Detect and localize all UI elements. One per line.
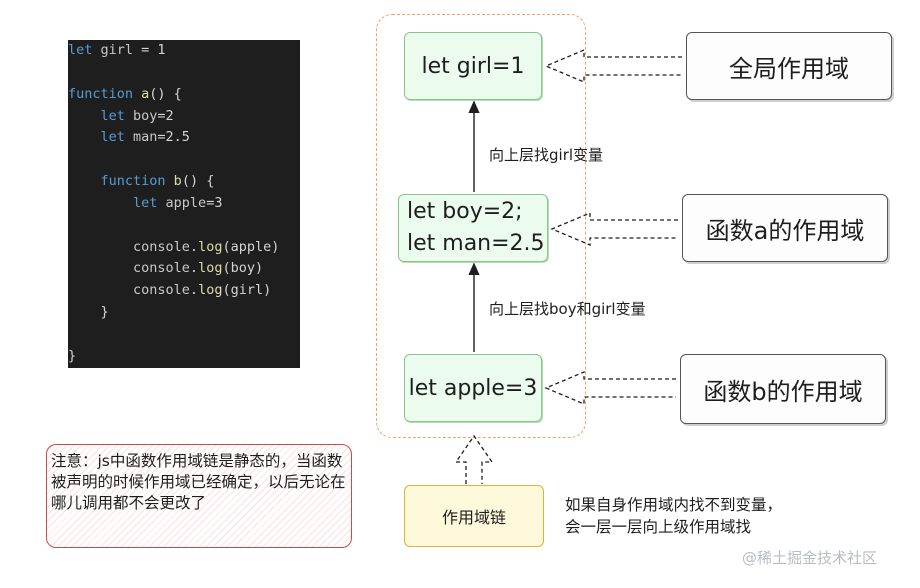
code-line: function b() { bbox=[68, 173, 215, 190]
code-line: let apple=3 bbox=[68, 194, 223, 211]
a-var-line2: let man=2.5 bbox=[407, 231, 545, 256]
scope-chain-label: 作用域链 bbox=[441, 508, 506, 527]
code-line: function a() { bbox=[68, 85, 182, 102]
code-line: let boy=2 bbox=[68, 107, 174, 124]
code-line: } bbox=[68, 347, 77, 364]
hollow-arrow-up-icon bbox=[454, 434, 494, 484]
lookup-boy-girl-label: 向上层找boy和girl变量 bbox=[489, 300, 646, 318]
scope-chain-box: 作用域链 bbox=[404, 485, 544, 547]
lookup-girl-label: 向上层找girl变量 bbox=[489, 146, 604, 164]
b-scope-label: 函数b的作用域 bbox=[703, 377, 863, 406]
a-var-box: let boy=2; let man=2.5 bbox=[398, 194, 548, 262]
b-var-text: let apple=3 bbox=[408, 375, 538, 401]
hollow-arrow-global-icon bbox=[544, 49, 682, 83]
a-scope-box: 函数a的作用域 bbox=[682, 194, 888, 262]
a-var-line1: let boy=2; bbox=[407, 199, 523, 224]
hollow-arrow-a-icon bbox=[550, 212, 678, 246]
hollow-arrow-b-icon bbox=[544, 371, 676, 405]
scope-group-border bbox=[376, 14, 586, 438]
a-scope-label: 函数a的作用域 bbox=[705, 216, 865, 245]
global-var-box: let girl=1 bbox=[404, 32, 542, 100]
lookup-summary: 如果自身作用域内找不到变量， 会一层一层向上级作用域找 bbox=[565, 494, 782, 538]
code-line: let girl = 1 bbox=[68, 42, 166, 58]
global-scope-label: 全局作用域 bbox=[729, 54, 849, 83]
code-line: console.log(girl) bbox=[68, 282, 272, 299]
watermark: @稀土掘金技术社区 bbox=[742, 549, 878, 567]
global-var-text: let girl=1 bbox=[421, 53, 525, 79]
summary-line-2: 会一层一层向上级作用域找 bbox=[565, 518, 752, 536]
code-line: console.log(boy) bbox=[68, 260, 264, 277]
summary-line-1: 如果自身作用域内找不到变量， bbox=[565, 496, 783, 514]
code-line: console.log(apple) bbox=[68, 238, 280, 255]
static-scope-note: 注意：js中函数作用域链是静态的，当函数被声明的时候作用域已经确定，以后无论在哪… bbox=[46, 444, 352, 548]
global-scope-box: 全局作用域 bbox=[686, 32, 892, 100]
code-panel: let girl = 1 function a() { let boy=2 let… bbox=[68, 40, 300, 368]
b-scope-box: 函数b的作用域 bbox=[680, 354, 886, 424]
code-line: let man=2.5 bbox=[68, 129, 190, 146]
b-var-box: let apple=3 bbox=[404, 354, 542, 422]
code-line: } bbox=[68, 304, 109, 321]
